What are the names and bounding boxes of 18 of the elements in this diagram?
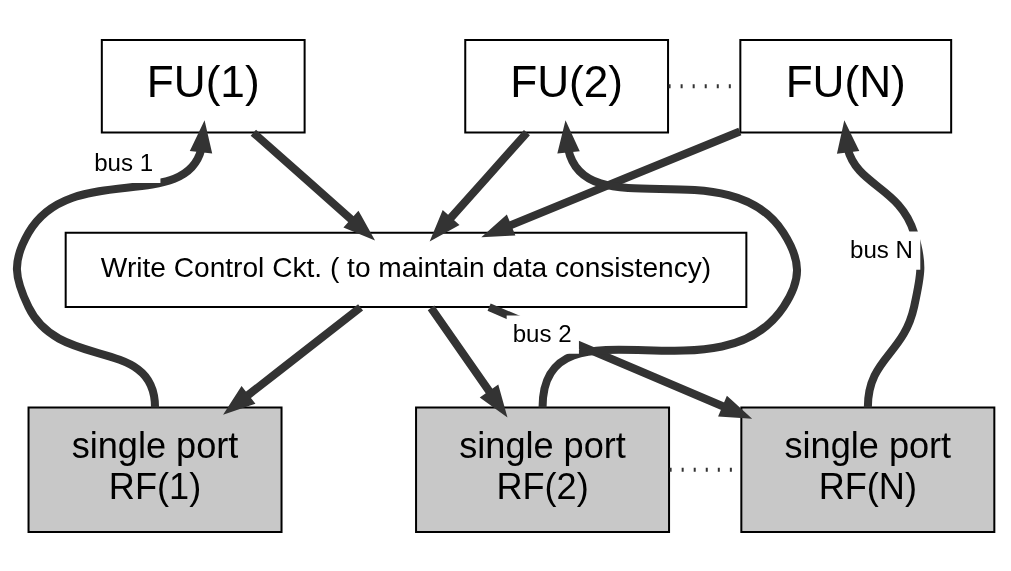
edge-label: bus N bbox=[850, 235, 913, 263]
arrow bbox=[481, 127, 742, 237]
edge-label: bus 1 bbox=[94, 148, 154, 176]
arrow bbox=[836, 119, 925, 408]
arrow bbox=[538, 119, 801, 408]
edge-label: bus 2 bbox=[512, 319, 572, 347]
arrow bbox=[427, 305, 508, 417]
node-box: single port RF(N) bbox=[740, 405, 996, 533]
arrow bbox=[223, 303, 364, 415]
arrow bbox=[250, 129, 376, 240]
node-box: single port RF(1) bbox=[27, 405, 283, 533]
node-box: FU(2) bbox=[464, 38, 670, 133]
arrow bbox=[13, 119, 213, 408]
node-box: FU(N) bbox=[739, 38, 953, 133]
arrow bbox=[429, 129, 530, 241]
node-box: Write Control Ckt. ( to maintain data consistency) bbox=[64, 231, 748, 308]
node-box: single port RF(2) bbox=[415, 405, 671, 533]
node-box: FU(1) bbox=[100, 38, 306, 133]
